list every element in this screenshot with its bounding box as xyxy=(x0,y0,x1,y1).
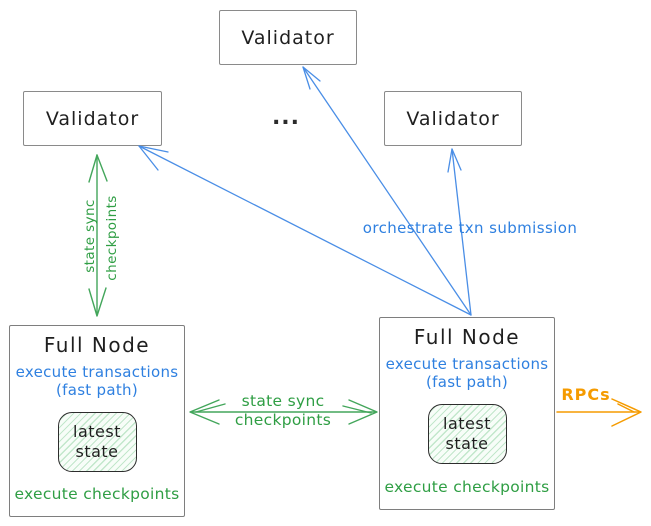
validator-top-label: Validator xyxy=(241,26,335,49)
full-node-right-title: Full Node xyxy=(413,325,521,349)
full-node-right-execute-checkpoints: execute checkpoints xyxy=(384,478,550,496)
full-node-left-exec-transactions: execute transactions xyxy=(15,363,179,381)
vertical-checkpoints-label: checkpoints xyxy=(104,195,120,281)
full-node-right-fast-path: (fast path) xyxy=(425,373,509,391)
latest-state-box-right: latest state xyxy=(427,404,507,464)
validator-left-label: Validator xyxy=(45,107,140,130)
horizontal-state-sync-line2: checkpoints xyxy=(234,410,332,429)
full-node-left: Full Node execute transactions (fast pat… xyxy=(9,325,185,517)
full-node-right: Full Node execute transactions (fast pat… xyxy=(379,317,555,510)
orchestrate-txn-submission-label: orchestrate txn submission xyxy=(362,219,578,237)
validator-right-label: Validator xyxy=(406,107,500,130)
latest-state-box-left: latest state xyxy=(57,412,137,472)
full-node-left-fast-path: (fast path) xyxy=(55,381,139,399)
horizontal-state-sync-line1: state sync xyxy=(241,392,325,410)
horizontal-state-sync-label: state sync checkpoints xyxy=(235,392,331,429)
full-node-right-exec-transactions: execute transactions xyxy=(385,355,549,373)
validators-ellipsis: ... xyxy=(271,105,301,130)
validator-box-top: Validator xyxy=(219,10,357,65)
latest-state-right-line1: latest xyxy=(443,414,491,433)
full-node-left-title: Full Node xyxy=(43,333,151,357)
latest-state-left-line2: state xyxy=(75,442,119,461)
rpcs-label: RPCs xyxy=(561,385,611,404)
validator-box-right: Validator xyxy=(384,91,522,146)
latest-state-left-line1: latest xyxy=(73,422,121,441)
vertical-state-sync-label: state sync xyxy=(82,199,98,273)
full-node-left-execute-checkpoints: execute checkpoints xyxy=(14,485,180,503)
latest-state-right-line2: state xyxy=(445,434,489,453)
validator-box-left: Validator xyxy=(23,91,162,146)
